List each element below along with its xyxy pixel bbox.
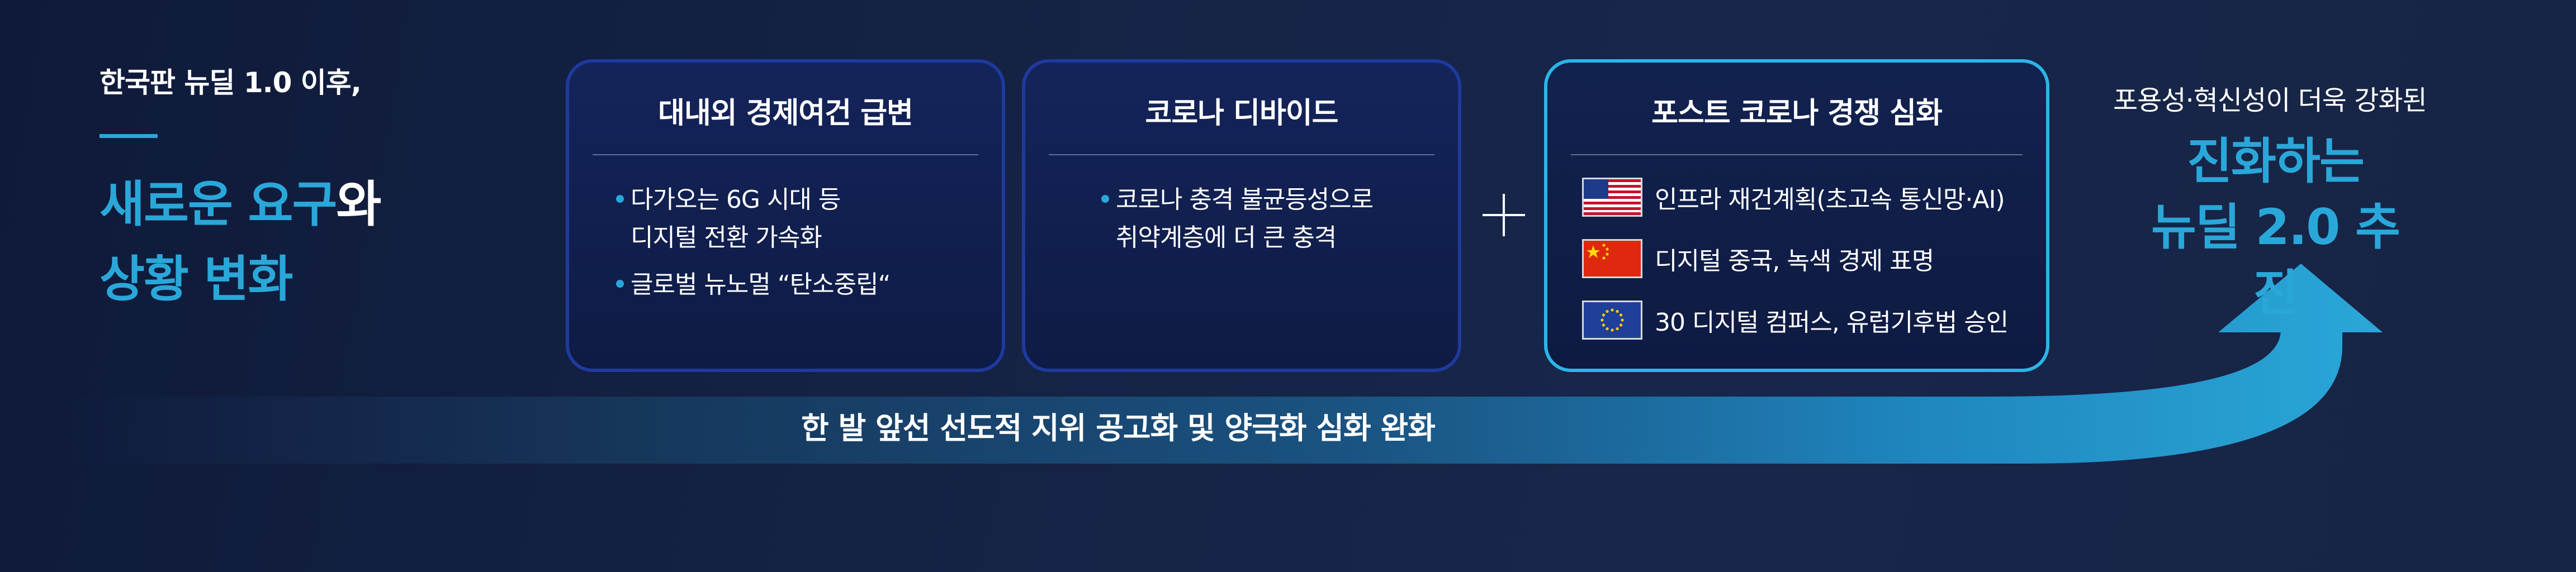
list-item: 디지털 중국, 녹색 경제 표명: [1582, 239, 1934, 278]
bullet-dot-icon: [616, 280, 624, 288]
list-item: 30 디지털 컴퍼스, 유럽기후법 승인: [1582, 301, 2009, 340]
card-body: 코로나 충격 불균등성으로 취약계층에 더 큰 충격: [1101, 181, 1441, 266]
list-item: 다가오는 6G 시대 등 디지털 전환 가속화: [616, 181, 985, 257]
card-title: 코로나 디바이드: [1145, 97, 1339, 130]
card-body: 다가오는 6G 시대 등 디지털 전환 가속화 글로벌 뉴노멀 “탄소중립“: [616, 181, 985, 313]
bullet-dot-icon: [1101, 195, 1109, 203]
intro-title-line2: 상황 변화: [100, 250, 293, 308]
list-item: 글로벌 뉴노멀 “탄소중립“: [616, 266, 985, 304]
intro-section: 한국판 뉴딜 1.0 이후, 새로운 요구와 상황 변화: [100, 60, 491, 317]
card-title: 대내외 경제여건 급변: [658, 97, 913, 130]
item-text: 30 디지털 컴퍼스, 유럽기후법 승인: [1655, 308, 2009, 337]
right-title: 진화하는 뉴딜 2.0 추진: [2135, 128, 2415, 326]
card-divider: [1049, 154, 1434, 155]
plus-icon: [1483, 194, 1525, 236]
intro-divider: [100, 134, 158, 138]
china-flag-icon: [1582, 239, 1642, 278]
right-lead: 포용성·혁신성이 더욱 강화된: [2113, 85, 2427, 116]
eu-flag-icon: [1582, 301, 1642, 340]
intro-title-suffix: 와: [336, 175, 381, 233]
arrow-label: 한 발 앞선 선도적 지위 공고화 및 양극화 심화 완화: [801, 411, 1436, 446]
card-divider: [593, 154, 978, 155]
right-title-line1: 진화하는: [2187, 132, 2365, 190]
card-title: 포스트 코로나 경쟁 심화: [1651, 97, 1943, 130]
us-flag-icon: [1582, 178, 1642, 217]
card-corona-divide: 코로나 디바이드 코로나 충격 불균등성으로 취약계층에 더 큰 충격: [1022, 59, 1461, 372]
card-divider: [1571, 154, 2023, 155]
intro-lead: 한국판 뉴딜 1.0 이후,: [100, 66, 362, 99]
bullet-dot-icon: [616, 195, 624, 203]
intro-title-highlight: 새로운 요구: [100, 175, 337, 233]
card-economic-change: 대내외 경제여건 급변 다가오는 6G 시대 등 디지털 전환 가속화 글로벌 …: [566, 59, 1005, 372]
right-title-line2: 뉴딜 2.0 추진: [2151, 198, 2400, 322]
list-item: 인프라 재건계획(초고속 통신망·AI): [1582, 178, 2005, 217]
item-text: 디지털 중국, 녹색 경제 표명: [1655, 247, 1934, 275]
list-item: 코로나 충격 불균등성으로 취약계층에 더 큰 충격: [1101, 181, 1441, 257]
item-text: 인프라 재건계획(초고속 통신망·AI): [1655, 185, 2005, 214]
card-post-corona-competition: 포스트 코로나 경쟁 심화 인프라 재건계획(초고속 통신망·AI): [1544, 59, 2049, 372]
intro-title: 새로운 요구와 상황 변화: [100, 167, 491, 317]
